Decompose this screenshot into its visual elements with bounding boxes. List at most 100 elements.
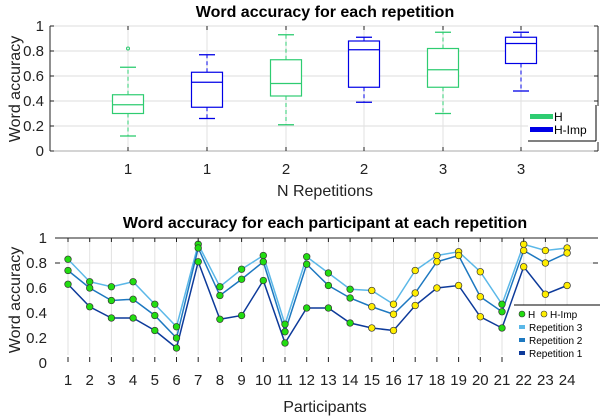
- box-h-1: [111, 46, 145, 137]
- x-tick-label: 19: [450, 372, 467, 389]
- data-point: [433, 284, 441, 292]
- data-point: [151, 326, 159, 335]
- data-point: [86, 284, 94, 292]
- box-h-imp-2: [347, 36, 381, 103]
- data-point: [346, 319, 354, 327]
- legend: H H-Imp Repetition 3 Repetition 2 Repeti…: [514, 304, 600, 363]
- data-point: [172, 323, 181, 331]
- data-point: [498, 324, 506, 332]
- x-tick-label: 9: [237, 372, 245, 389]
- data-point: [520, 263, 528, 271]
- x-tick-label: 21: [494, 372, 511, 389]
- x-tick-label: 4: [129, 372, 137, 389]
- box: [347, 40, 381, 88]
- data-point: [563, 249, 571, 257]
- data-point: [346, 294, 354, 302]
- x-tick-label: 15: [363, 372, 380, 389]
- box: [190, 71, 224, 108]
- legend-label-rep3: Repetition 3: [529, 323, 583, 334]
- data-point: [303, 260, 311, 268]
- data-point: [541, 259, 550, 267]
- data-point: [281, 320, 289, 328]
- data-point: [411, 289, 419, 297]
- x-tick-label: 6: [172, 372, 180, 389]
- x-axis-label: N Repetitions: [277, 183, 373, 200]
- x-tick-label: 3: [107, 372, 115, 389]
- x-tick-label: 1: [64, 372, 72, 389]
- box: [504, 36, 538, 65]
- box-h-2: [269, 34, 303, 126]
- box-h-imp-3: [504, 31, 538, 92]
- data-point: [368, 303, 376, 311]
- x-tick-label: 22: [515, 372, 532, 389]
- data-point: [194, 244, 202, 252]
- data-point: [303, 304, 311, 312]
- y-tick-label: 0.4: [23, 93, 44, 110]
- data-point: [520, 246, 528, 255]
- data-point: [541, 290, 550, 298]
- x-tick-label: 11: [277, 372, 293, 389]
- data-point: [64, 280, 72, 288]
- data-point: [433, 258, 441, 266]
- data-point: [237, 275, 246, 283]
- y-axis-label: Word accuracy: [7, 36, 24, 142]
- x-tick-label: 7: [194, 372, 202, 389]
- data-point: [389, 310, 398, 318]
- legend-swatch-rep3: [519, 325, 525, 329]
- legend-marker-h: [518, 310, 526, 318]
- box-plot-chart: Word accuracy for each repetition 0 0.2 0.…: [7, 4, 599, 200]
- data-point: [454, 281, 463, 290]
- data-point: [411, 266, 419, 275]
- line-chart: Word accuracy for each participant at ea…: [7, 215, 600, 416]
- x-tick-label: 3: [439, 161, 447, 178]
- data-point: [368, 286, 376, 295]
- x-tick-label: 1: [203, 161, 211, 178]
- data-point: [324, 281, 333, 290]
- data-point: [476, 313, 484, 321]
- legend-swatch-h: [530, 114, 553, 119]
- data-point: [324, 304, 333, 312]
- y-tick-label: 0.2: [23, 118, 44, 135]
- series-line-repetition-1: [67, 259, 568, 350]
- y-tick-label: 0: [36, 143, 44, 160]
- x-tick-label: 16: [385, 372, 402, 389]
- x-axis-label: Participants: [283, 399, 367, 416]
- data-point: [86, 278, 94, 286]
- y-axis-label: Word accuracy: [7, 247, 24, 353]
- x-tick-label: 20: [472, 372, 489, 389]
- chart-title: Word accuracy for each repetition: [196, 4, 454, 21]
- box: [426, 47, 460, 88]
- data-point: [216, 291, 224, 300]
- x-tick-label: 13: [320, 372, 337, 389]
- series-line-repetition-2: [67, 245, 568, 340]
- chart-title: Word accuracy for each participant at ea…: [123, 215, 527, 232]
- x-tick-label: 2: [86, 372, 94, 389]
- data-point: [216, 283, 224, 291]
- x-tick-label: 24: [559, 372, 576, 389]
- y-tick-label: 1: [39, 230, 47, 247]
- x-tick-label: 2: [360, 161, 368, 178]
- data-point: [129, 314, 137, 322]
- legend-label-h-imp: H-Imp: [550, 310, 578, 321]
- legend-swatch-rep1: [519, 351, 525, 355]
- y-tick-label: 1: [36, 18, 44, 35]
- data-point: [216, 315, 224, 323]
- x-tick-label: 17: [407, 372, 424, 389]
- legend-marker-h-imp: [540, 310, 548, 318]
- data-point: [237, 265, 246, 273]
- data-point: [172, 334, 181, 342]
- boxes: [111, 31, 538, 137]
- x-tick-label: 2: [282, 161, 290, 178]
- box: [269, 59, 303, 97]
- data-point: [194, 258, 202, 266]
- data-point: [411, 301, 419, 310]
- data-point: [303, 253, 311, 261]
- x-tick-label: 8: [216, 372, 224, 389]
- data-point: [64, 255, 72, 263]
- data-point: [259, 258, 267, 266]
- data-point: [172, 344, 181, 352]
- x-tick-label: 23: [537, 372, 554, 389]
- data-point: [476, 293, 484, 301]
- y-tick-label: 0: [39, 355, 47, 372]
